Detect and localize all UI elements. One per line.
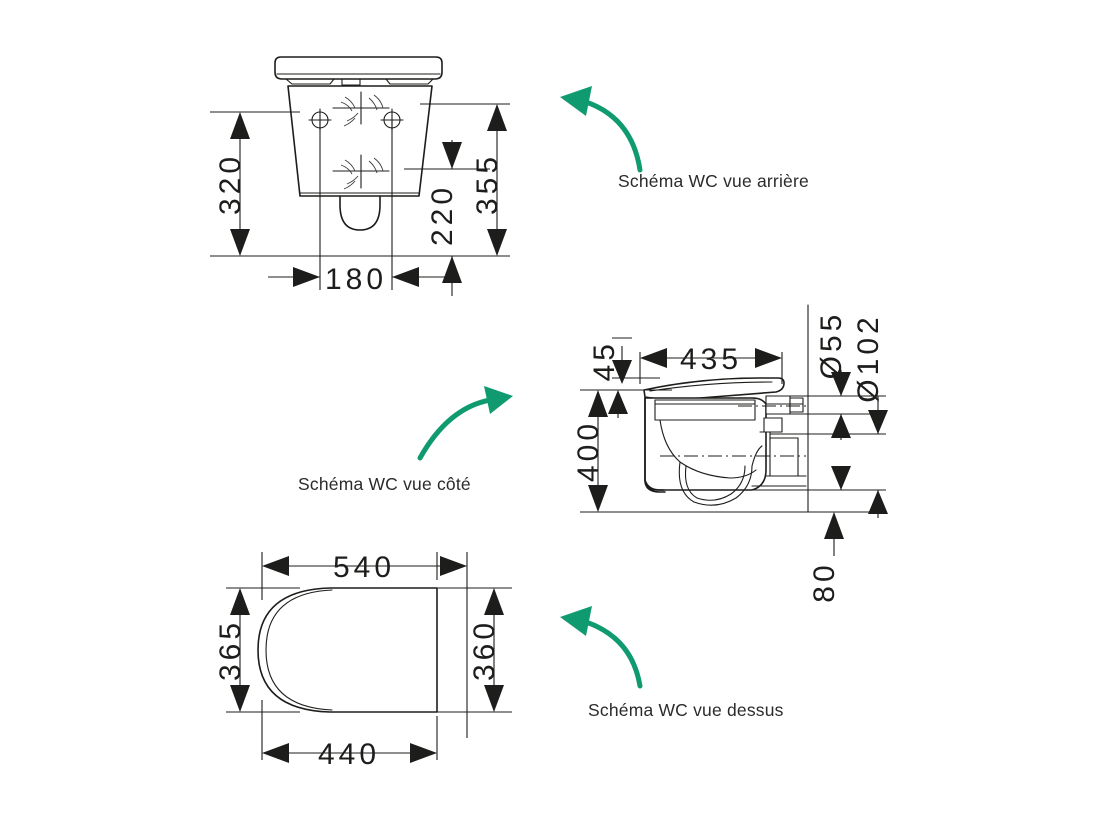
dimension-top-365: 365 [214,588,250,712]
side-trap-siphon [678,445,763,506]
dimension-label-180: 180 [325,263,387,296]
view-side: 45 435 400 Ø55 [572,304,888,603]
dimension-label-80: 80 [808,561,841,602]
annotation-rear-label: Schéma WC vue arrière [618,171,809,191]
dimension-side-diameter-55: Ø55 [815,311,851,490]
dimension-label-355: 355 [471,153,504,215]
annotation-rear: Schéma WC vue arrière [560,86,809,191]
annotation-rear-arrow-curve [583,99,643,173]
annotation-side-label: Schéma WC vue côté [298,474,471,494]
top-seat-outline [257,587,438,713]
rear-flush-marking-upper [332,91,390,127]
dimension-label-d55: Ø55 [815,311,848,380]
dimension-side-diameter-102: Ø102 [852,313,888,518]
rear-seat-lid [274,56,443,86]
top-extension-lines [226,552,512,760]
dimension-top-440: 440 [262,738,437,771]
dimension-label-435: 435 [680,343,742,376]
dimension-label-45: 45 [588,340,621,381]
rear-flush-marking-lower [332,154,390,190]
annotation-top-label: Schéma WC vue dessus [588,700,784,720]
dimension-label-365: 365 [214,619,247,681]
dimension-label-d102: Ø102 [852,313,885,402]
dimension-side-435: 435 [640,343,782,376]
rear-extension-lines [210,103,510,290]
side-extension-lines [580,337,886,513]
annotation-top-arrow-head [560,606,592,636]
side-seat-ring [654,399,756,421]
dimension-side-400: 400 [572,390,628,512]
dimension-label-540: 540 [333,551,395,584]
dimension-label-440: 440 [318,738,380,771]
side-center-lines [660,405,806,457]
dimension-label-220: 220 [426,184,459,246]
dimension-label-360: 360 [468,619,501,681]
side-bowl-body [644,397,767,493]
annotation-top: Schéma WC vue dessus [560,606,784,720]
view-rear: 320 355 220 180 [210,56,510,296]
dimension-label-320: 320 [214,153,247,215]
annotation-rear-arrow-head [560,86,592,116]
annotation-side: Schéma WC vue côté [298,386,513,494]
dimension-top-540: 540 [262,551,467,584]
side-flush-connection [751,395,807,491]
dimension-side-45: 45 [588,340,632,384]
dimension-top-360: 360 [468,588,504,712]
dimension-rear-355: 355 [471,104,507,256]
annotation-top-arrow-curve [583,619,643,689]
dimension-rear-220: 220 [426,140,462,296]
view-top: 540 365 360 440 [214,551,512,771]
dimension-side-80: 80 [808,512,844,603]
annotation-side-arrow-curve [417,397,493,461]
dimension-label-400: 400 [572,420,605,482]
dimension-rear-320: 320 [214,112,250,256]
annotation-side-arrow-head [484,386,513,414]
side-seat-lid [643,377,785,400]
dimension-rear-180: 180 [268,263,450,296]
